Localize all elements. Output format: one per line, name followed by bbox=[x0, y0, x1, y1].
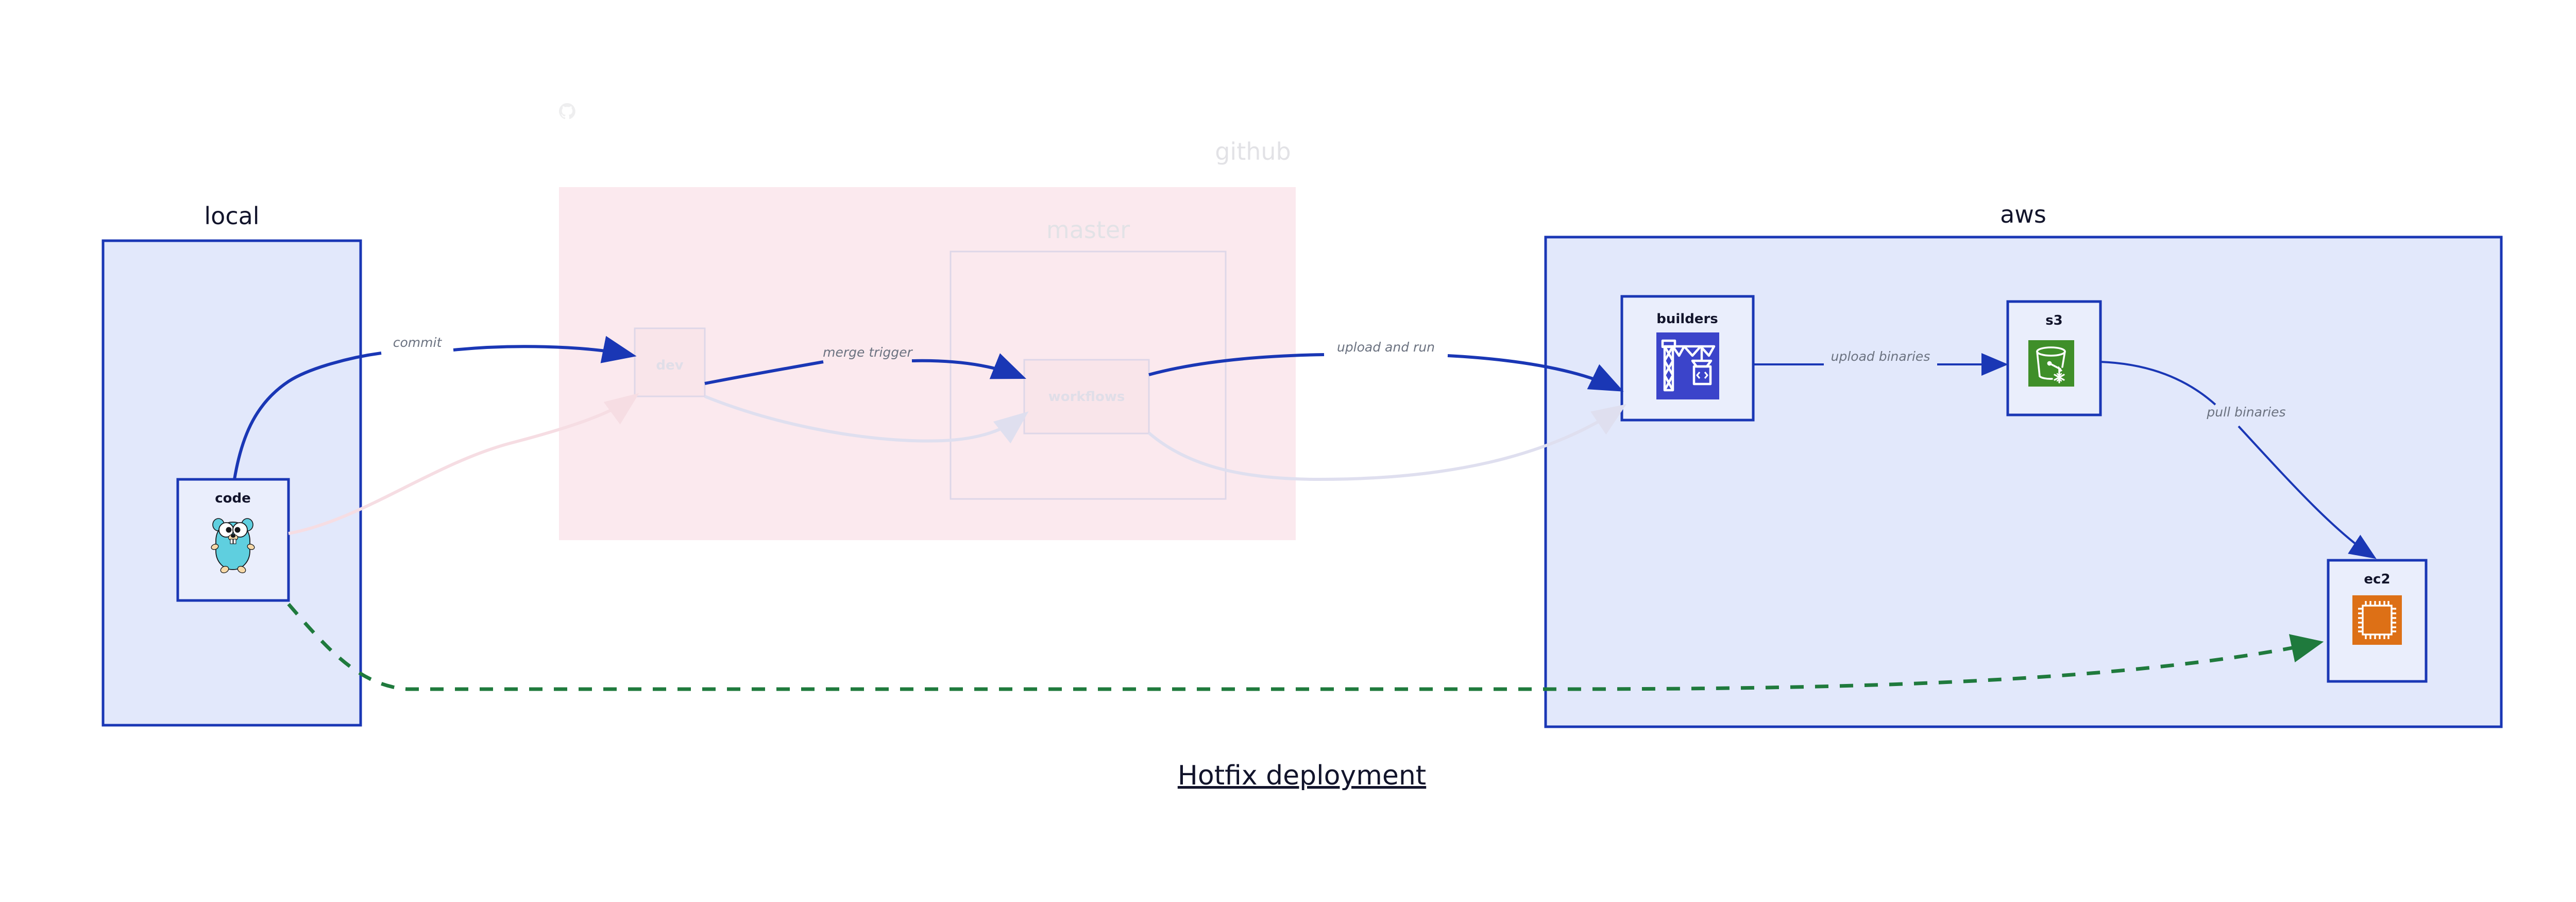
node-workflows-box[interactable] bbox=[1023, 359, 1150, 435]
cluster-master-box bbox=[950, 250, 1227, 500]
aws-codebuild-icon bbox=[1656, 332, 1719, 399]
cluster-github-label: github bbox=[1215, 138, 1291, 165]
ghost-edge-workflows-builders bbox=[1148, 404, 1626, 481]
edges-layer: commit merge trigger upload and run uplo… bbox=[233, 335, 2377, 691]
node-code[interactable]: code bbox=[176, 478, 290, 602]
edge-dev-workflows-path-b bbox=[911, 353, 1027, 379]
cluster-aws: aws builders bbox=[1544, 201, 2503, 728]
aws-s3-glacier-icon bbox=[2028, 340, 2074, 387]
ghost-edge-code-dev bbox=[288, 393, 639, 535]
diagram-title: Hotfix deployment bbox=[1178, 760, 1426, 791]
aws-ec2-chip-icon bbox=[2352, 595, 2402, 645]
node-dev-label: dev bbox=[656, 358, 683, 373]
edge-dev-workflows-path-a bbox=[704, 360, 824, 385]
node-code-label: code bbox=[215, 491, 251, 506]
cluster-local: local code bbox=[101, 202, 362, 727]
node-ec2-label: ec2 bbox=[2364, 572, 2390, 587]
edge-code-ec2-hotfix bbox=[287, 603, 2324, 691]
node-builders-label: builders bbox=[1656, 311, 1718, 327]
edge-workflows-builders-path-a bbox=[1148, 353, 1325, 376]
ghost-edge-dev-workflows bbox=[704, 395, 1029, 444]
node-dev-box[interactable] bbox=[634, 327, 706, 397]
cluster-master: master bbox=[950, 216, 1227, 500]
node-builders[interactable]: builders bbox=[1620, 295, 1755, 422]
ghost-edges-layer bbox=[288, 393, 1626, 535]
edge-label-pull-binaries: pull binaries bbox=[2206, 405, 2285, 420]
edge-label-upload-binaries: upload binaries bbox=[1831, 349, 1930, 364]
node-s3[interactable]: s3 bbox=[2006, 300, 2102, 416]
edge-s3-ec2-path-a bbox=[2100, 361, 2216, 406]
edge-s3-ec2-path-b bbox=[2238, 425, 2377, 559]
edge-label-commit: commit bbox=[393, 335, 443, 350]
edge-workflows-builders-path-b bbox=[1447, 354, 1624, 392]
node-workflows-label: workflows bbox=[1048, 389, 1125, 405]
cluster-aws-label: aws bbox=[2000, 201, 2046, 228]
go-gopher-icon bbox=[211, 518, 255, 574]
node-dev[interactable]: dev bbox=[634, 327, 706, 397]
edge-code-dev-path-b bbox=[453, 336, 637, 363]
cluster-master-label: master bbox=[1046, 216, 1130, 244]
cluster-local-label: local bbox=[204, 202, 259, 230]
node-s3-label: s3 bbox=[2045, 313, 2063, 328]
edge-code-dev-path-a bbox=[233, 352, 382, 480]
edge-label-upload-and-run: upload and run bbox=[1337, 340, 1435, 355]
github-octocat-icon bbox=[559, 103, 575, 120]
node-ec2[interactable]: ec2 bbox=[2327, 559, 2428, 683]
cluster-github: github master dev workflows bbox=[559, 103, 1296, 540]
node-workflows[interactable]: workflows bbox=[1023, 359, 1150, 435]
edge-label-merge-trigger: merge trigger bbox=[823, 345, 913, 360]
